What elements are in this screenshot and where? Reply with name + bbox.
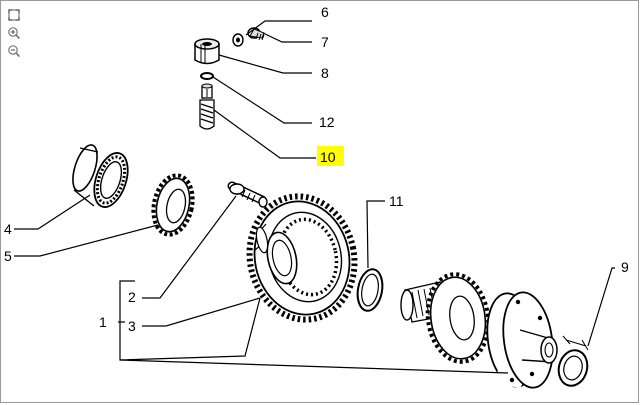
part-7-screw[interactable] (247, 27, 265, 41)
zoom-out-button[interactable] (5, 43, 23, 59)
part-4-bearing[interactable] (68, 142, 134, 211)
leader-3 (142, 297, 261, 327)
part-differential-carrier[interactable] (482, 289, 559, 391)
leader-10 (213, 109, 316, 159)
part-6-washer[interactable] (232, 33, 244, 47)
callout-8[interactable]: 8 (321, 65, 329, 81)
part-9-seal-ring[interactable] (555, 335, 591, 389)
callout-1[interactable]: 1 (99, 314, 107, 330)
viewer-toolbar (3, 3, 25, 65)
leader-8 (218, 54, 312, 74)
part-3-ring-gear[interactable] (238, 187, 366, 330)
part-8-bushing[interactable] (194, 38, 220, 65)
leader-2 (142, 195, 237, 299)
callout-12[interactable]: 12 (319, 114, 335, 130)
part-12-oring[interactable] (200, 72, 214, 80)
callout-5[interactable]: 5 (4, 248, 12, 264)
part-5-side-gear[interactable] (148, 172, 198, 239)
zoom-in-icon (8, 27, 21, 40)
callout-4[interactable]: 4 (4, 221, 12, 237)
callout-2[interactable]: 2 (128, 289, 136, 305)
callout-7[interactable]: 7 (321, 34, 329, 50)
fit-page-button[interactable] (5, 7, 23, 23)
callout-6[interactable]: 6 (321, 4, 329, 20)
zoom-in-button[interactable] (5, 25, 23, 41)
callout-10-highlight (317, 146, 344, 166)
part-splined-gear-shaft[interactable] (400, 270, 494, 365)
leader-1-bracket (119, 280, 261, 361)
fit-page-icon (8, 9, 20, 21)
callout-9[interactable]: 9 (621, 259, 629, 275)
leader-9 (587, 267, 615, 347)
part-10-pinion-shaft[interactable] (199, 83, 215, 130)
callout-11[interactable]: 11 (389, 193, 404, 209)
leader-6 (245, 20, 312, 36)
part-2-bolt[interactable] (227, 181, 268, 208)
leader-7 (262, 32, 312, 43)
leader-5 (14, 224, 159, 257)
leader-11 (366, 200, 385, 269)
leader-4 (14, 194, 91, 230)
part-11-shim-ring[interactable] (355, 267, 386, 313)
zoom-out-icon (8, 45, 21, 58)
callout-10[interactable]: 10 (320, 149, 336, 165)
callout-labels: 6 7 8 12 10 11 9 4 5 2 3 1 (4, 4, 629, 334)
leader-1-carrier (119, 359, 509, 374)
leader-lines (14, 20, 615, 374)
callout-3[interactable]: 3 (128, 318, 136, 334)
leader-12 (212, 76, 312, 124)
